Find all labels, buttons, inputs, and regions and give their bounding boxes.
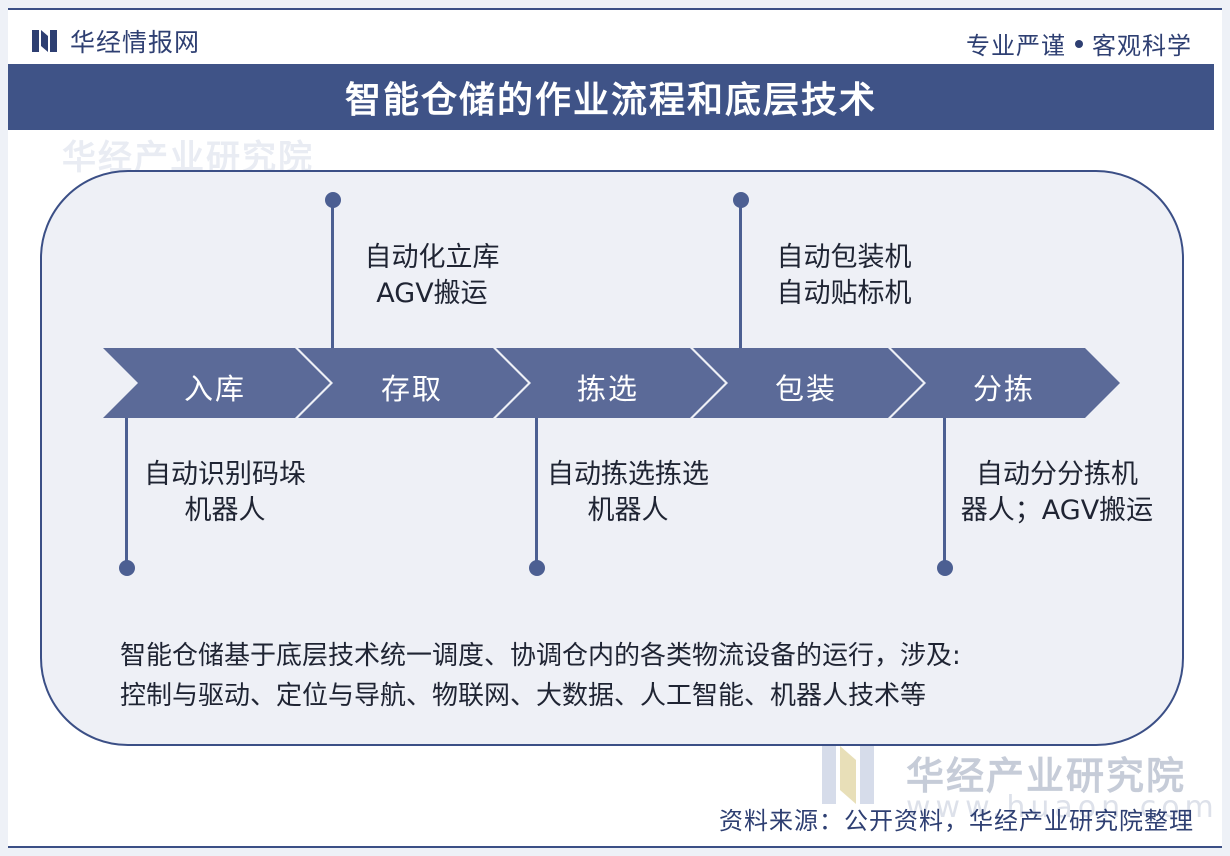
step-label-sorting: 分拣 [972,372,1035,406]
step-label-packing: 包装 [774,372,837,406]
pin-dot-bottom-picking [529,560,545,576]
tech-picking-line1: 自动拣选拣选 [547,459,709,490]
slogan-left: 专业严谨 [966,32,1066,60]
brand-logo-icon [32,30,57,52]
tech-label-sorting: 自动分分拣机 器人；AGV搬运 [954,457,1160,529]
summary-line1: 智能仓储基于底层技术统一调度、协调仓内的各类物流设备的运行，涉及: [120,641,961,671]
chevron-step-2 [298,348,528,418]
watermark-bottom: 华经产业研究院 [822,740,1186,804]
brand-header: 华经情报网 [30,24,200,58]
pin-line-bottom-inbound [125,418,128,568]
tech-label-packing: 自动包装机 自动贴标机 [764,240,924,312]
tech-label-picking: 自动拣选拣选 机器人 [540,457,716,529]
chevron-step-4 [693,348,923,418]
source-note: 资料来源：公开资料，华经产业研究院整理 [719,807,1194,835]
diagram-panel [40,170,1184,746]
pin-line-bottom-picking [535,418,538,568]
slogan: 专业严谨 客观科学 [966,26,1192,61]
chevron-step-5 [891,348,1120,418]
brand-name: 华经情报网 [70,28,201,57]
tech-picking-line2: 机器人 [587,495,669,526]
chevron-step-3 [496,348,725,418]
chevron-step-1 [103,348,330,418]
step-label-storage: 存取 [380,372,443,406]
page-title: 智能仓储的作业流程和底层技术 [344,80,877,121]
tech-storage-line2: AGV搬运 [376,278,488,309]
bottom-border-line [8,846,1222,848]
pin-dot-bottom-inbound [119,560,135,576]
tech-label-storage: 自动化立库 AGV搬运 [352,240,512,312]
watermark-bottom-text: 华经产业研究院 [906,753,1187,798]
title-bar: 智能仓储的作业流程和底层技术 [8,64,1214,130]
watermark-logo-icon [822,746,874,804]
tech-storage-line1: 自动化立库 [364,242,500,273]
tech-packing-line2: 自动贴标机 [776,278,912,309]
slogan-right: 客观科学 [1092,32,1192,60]
summary-line2: 控制与驱动、定位与导航、物联网、大数据、人工智能、机器人技术等 [120,681,927,711]
pin-line-top-packing [739,200,742,348]
pin-dot-bottom-sorting [937,560,953,576]
watermark-url: www.huaon.com [906,790,1219,825]
tech-packing-line1: 自动包装机 [776,242,912,273]
top-border-line [8,8,1222,10]
tech-sorting-line1: 自动分分拣机 [976,459,1138,490]
step-label-picking: 拣选 [576,372,639,406]
pin-line-bottom-sorting [943,418,946,568]
tech-inbound-line1: 自动识别码垛 [144,459,306,490]
step-label-inbound: 入库 [183,372,246,406]
tech-inbound-line2: 机器人 [184,495,266,526]
tech-label-inbound: 自动识别码垛 机器人 [134,457,316,529]
tech-sorting-line2: 器人；AGV搬运 [960,495,1154,526]
process-arrows [103,348,1120,418]
summary-text: 智能仓储基于底层技术统一调度、协调仓内的各类物流设备的运行，涉及: 控制与驱动、… [120,636,1130,716]
slogan-dot-icon [1075,39,1083,48]
pin-line-top-storage [331,200,334,348]
